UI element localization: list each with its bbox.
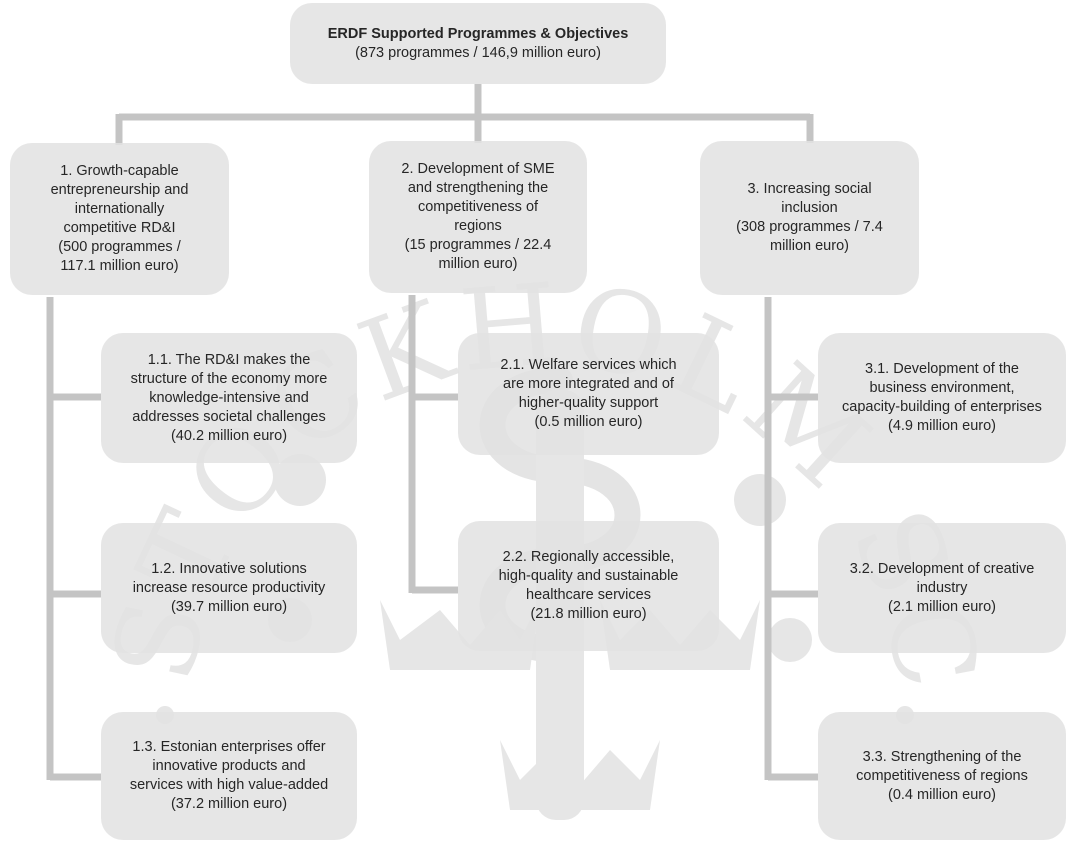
node-text-line: (40.2 million euro) — [170, 427, 288, 444]
sub-objective-2-1-node: 2.1. Welfare services which are more int… — [458, 333, 719, 455]
node-text-line: entrepreneurship and — [50, 182, 189, 198]
node-text-line: (37.2 million euro) — [170, 796, 288, 812]
root-node: ERDF Supported Programmes & Objectives (… — [290, 3, 666, 84]
node-text-line: (21.8 million euro) — [530, 606, 647, 622]
node-text-line: capacity-building of enterprises — [842, 399, 1042, 415]
objective-2-node: 2. Development of SME and strengthening … — [369, 141, 587, 293]
crown-bottom — [500, 740, 660, 810]
node-text-line: competitiveness of regions — [856, 767, 1028, 784]
node-text-line: 1.2. Innovative solutions — [151, 560, 307, 577]
objective-3-node: 3. Increasing social inclusion (308 prog… — [700, 141, 919, 295]
node-text-line: healthcare services — [526, 587, 651, 603]
node-text-line: services with high value-added — [129, 777, 329, 793]
node-text-line: and strengthening the — [407, 180, 549, 196]
node-text-line: higher-quality support — [518, 395, 659, 411]
crown-right — [600, 600, 760, 670]
node-text-line: (308 programmes / 7.4 — [736, 219, 883, 235]
node-text-line: (0.4 million euro) — [888, 786, 996, 803]
node-text-line: competitive RD&I — [63, 220, 176, 236]
node-text-line: (39.7 million euro) — [170, 598, 288, 615]
node-text-line: high-quality and sustainable — [498, 568, 679, 584]
node-text-line: million euro) — [438, 256, 518, 272]
node-text-line: internationally — [74, 201, 165, 217]
sub-objective-1-2-node: 1.2. Innovative solutions increase resou… — [101, 523, 357, 653]
root-title: ERDF Supported Programmes & Objectives — [327, 25, 629, 42]
sub-objective-2-2-node: 2.2. Regionally accessible, high-quality… — [458, 521, 719, 651]
node-text-line: (500 programmes / — [58, 239, 181, 255]
node-text-line: (0.5 million euro) — [534, 414, 643, 430]
node-text-line: million euro) — [770, 238, 849, 254]
node-text-line: are more integrated and of — [503, 376, 674, 392]
node-text-line: 1. Growth-capable — [60, 163, 179, 179]
node-text-line: (2.1 million euro) — [888, 598, 996, 615]
node-text-line: inclusion — [781, 200, 838, 216]
sub-objective-1-3-node: 1.3. Estonian enterprises offer innovati… — [101, 712, 357, 840]
node-text-line: 1.1. The RD&I makes the — [147, 351, 311, 368]
node-text-line: 3. Increasing social — [747, 181, 872, 197]
node-text-line: (15 programmes / 22.4 — [404, 237, 552, 253]
node-text-line: business environment, — [869, 380, 1015, 396]
sub-objective-3-2-node: 3.2. Development of creative industry (2… — [818, 523, 1066, 653]
sub-objective-3-3-node: 3.3. Strengthening of the competitivenes… — [818, 712, 1066, 840]
node-text-line: structure of the economy more — [130, 370, 328, 387]
node-text-line: competitiveness of — [417, 199, 539, 215]
node-text-line: 2.2. Regionally accessible, — [502, 549, 675, 565]
node-text-line: 2. Development of SME — [401, 161, 555, 177]
node-text-line: 1.3. Estonian enterprises offer — [132, 739, 326, 755]
node-text-line: increase resource productivity — [132, 579, 326, 596]
sub-objective-3-1-node: 3.1. Development of the business environ… — [818, 333, 1066, 463]
node-text-line: regions — [454, 218, 502, 234]
node-text-line: 117.1 million euro) — [60, 258, 179, 274]
node-text-line: 3.1. Development of the — [865, 361, 1019, 377]
node-text-line: 2.1. Welfare services which — [500, 357, 677, 373]
node-text-line: innovative products and — [152, 758, 306, 774]
sub-objective-1-1-node: 1.1. The RD&I makes the structure of the… — [101, 333, 357, 463]
root-subtitle: (873 programmes / 146,9 million euro) — [355, 44, 601, 61]
node-text-line: knowledge-intensive and — [149, 389, 309, 406]
node-text-line: industry — [916, 579, 968, 596]
node-text-line: 3.3. Strengthening of the — [862, 748, 1022, 765]
node-text-line: 3.2. Development of creative — [849, 560, 1035, 577]
objective-1-node: 1. Growth-capable entrepreneurship and i… — [10, 143, 229, 295]
node-text-line: (4.9 million euro) — [888, 418, 996, 434]
node-text-line: addresses societal challenges — [132, 408, 326, 425]
